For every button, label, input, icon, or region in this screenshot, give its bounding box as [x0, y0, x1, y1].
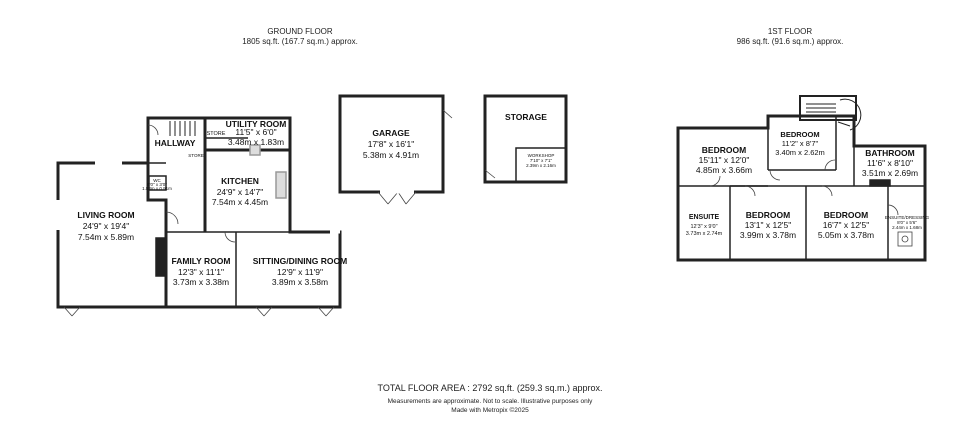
hallway-name: HALLWAY — [155, 138, 196, 148]
hallway-walls — [146, 116, 292, 163]
utility-room-name: UTILITY ROOM — [226, 119, 287, 129]
bedroom-3-name: BEDROOM — [824, 210, 868, 220]
bedroom-small-imperial: 11'2" x 8'7" — [782, 139, 819, 148]
ground-floor-header: GROUND FLOOR 1805 sq.ft. (167.7 sq.m.) a… — [210, 27, 390, 47]
ensuite-dressing-metric: 2.44m x 1.68m — [892, 225, 922, 230]
sitting-dining-imperial: 12'9" x 11'9" — [277, 267, 323, 277]
storage-name: STORAGE — [505, 112, 547, 122]
store-lower-name: STORE — [188, 153, 203, 158]
first-floor-stairs — [806, 98, 862, 131]
bathroom-imperial: 11'6" x 8'10" — [867, 158, 913, 168]
sitting-dining-metric: 3.89m x 3.58m — [272, 277, 328, 287]
bedroom-1-name: BEDROOM — [702, 145, 746, 155]
bedroom-small-name: BEDROOM — [780, 130, 819, 139]
bedroom-2-name: BEDROOM — [746, 210, 790, 220]
workshop-imperial: 7'10" x 7'1" — [530, 158, 553, 163]
utility-room-imperial: 11'5" x 6'0" — [235, 127, 276, 137]
first-floor-partitions — [678, 116, 925, 260]
ground-floor-doors — [63, 124, 335, 317]
bedroom-2-imperial: 13'1" x 12'5" — [745, 220, 792, 230]
store-upper-name: STORE — [207, 131, 226, 137]
metropix-credit: Made with Metropix ©2025 — [451, 407, 529, 414]
kitchen-worktop — [275, 171, 287, 199]
living-room-name: LIVING ROOM — [77, 210, 134, 220]
outbuilding-doors — [377, 109, 496, 205]
kitchen-walls — [166, 148, 342, 309]
family-room-metric: 3.73m x 3.38m — [173, 277, 229, 287]
bedroom-small-metric: 3.40m x 2.62m — [775, 148, 825, 157]
bedroom-1-imperial: 15'11" x 12'0" — [699, 155, 750, 165]
ground-floor-windows — [56, 161, 340, 234]
wc-name: WC — [153, 178, 161, 183]
ground-floor-walls — [56, 116, 342, 309]
ground-floor-stairs — [169, 121, 196, 136]
storage-walls — [483, 94, 568, 184]
garage-metric: 5.38m x 4.91m — [363, 150, 419, 160]
first-floor-header: 1ST FLOOR 986 sq.ft. (91.6 sq.m.) approx… — [700, 27, 880, 47]
workshop-name: WORKSHOP — [528, 153, 555, 158]
room-labels: LIVING ROOM 24'9" x 19'4" 7.54m x 5.89m … — [77, 112, 929, 287]
total-floor-area: TOTAL FLOOR AREA : 2792 sq.ft. (259.3 sq… — [377, 383, 603, 393]
disclaimer: Measurements are approximate. Not to sca… — [387, 398, 593, 405]
bedroom-1-metric: 4.85m x 3.66m — [696, 165, 752, 175]
ensuite-dressing-imperial: 8'0" x 5'6" — [897, 220, 917, 225]
living-room-metric: 7.54m x 5.89m — [78, 232, 134, 242]
ensuite-dressing-name: ENSUITE/DRESSING — [885, 215, 930, 220]
first-floor-doors — [709, 159, 913, 247]
garage-imperial: 17'8" x 16'1" — [368, 139, 415, 149]
bathroom-name: BATHROOM — [865, 148, 914, 158]
family-room-name: FAMILY ROOM — [171, 256, 230, 266]
kitchen-name: KITCHEN — [221, 176, 259, 186]
first-floor-area: 986 sq.ft. (91.6 sq.m.) approx. — [736, 37, 844, 46]
kitchen-imperial: 24'9" x 14'7" — [217, 187, 264, 197]
garage-name: GARAGE — [372, 128, 410, 138]
ground-floor-partitions — [148, 137, 290, 307]
bedroom-3-imperial: 16'7" x 12'5" — [823, 220, 870, 230]
bedroom-3-metric: 5.05m x 3.78m — [818, 230, 874, 240]
living-room-imperial: 24'9" x 19'4" — [83, 221, 130, 231]
kitchen-sink — [249, 144, 261, 156]
ground-floor-title: GROUND FLOOR — [267, 27, 333, 36]
ensuite-name: ENSUITE — [689, 214, 720, 221]
stair-landing — [799, 95, 857, 121]
family-room-imperial: 12'3" x 11'1" — [178, 267, 224, 277]
bathroom-metric: 3.51m x 2.69m — [862, 168, 918, 178]
ensuite-imperial: 12'3" x 9'0" — [690, 224, 717, 230]
sitting-dining-name: SITTING/DINING ROOM — [253, 256, 347, 266]
workshop-partition — [515, 147, 566, 182]
first-floor-title: 1ST FLOOR — [767, 27, 813, 36]
wc-metric: 1.83m x 0.91m — [142, 186, 172, 191]
utility-room-metric: 3.48m x 1.83m — [228, 137, 284, 147]
wc-room — [148, 175, 167, 191]
bedroom-2-metric: 3.99m x 3.78m — [740, 230, 796, 240]
ensuite-metric: 3.73m x 2.74m — [686, 231, 723, 237]
plan-footer: TOTAL FLOOR AREA : 2792 sq.ft. (259.3 sq… — [340, 382, 640, 415]
wc-imperial: 6'0" x 3'0" — [147, 182, 167, 187]
fireplace — [155, 237, 167, 277]
kitchen-metric: 7.54m x 4.45m — [212, 197, 268, 207]
workshop-metric: 2.39m x 2.16m — [526, 163, 556, 168]
ground-floor-area: 1805 sq.ft. (167.7 sq.m.) approx. — [242, 37, 358, 46]
